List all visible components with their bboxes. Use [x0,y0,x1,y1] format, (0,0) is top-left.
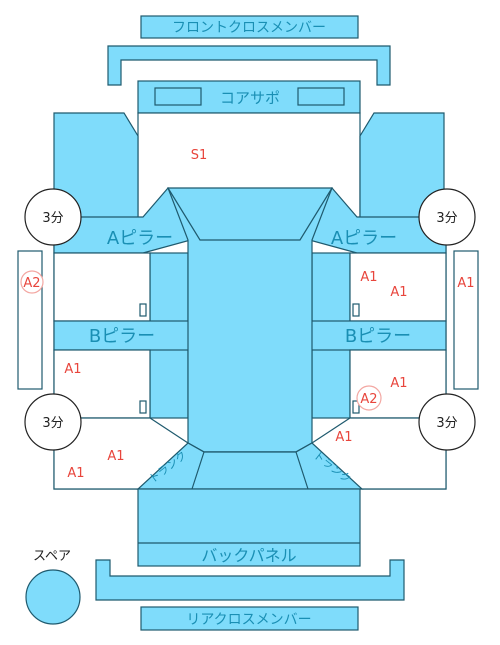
left-front-door[interactable] [53,252,151,322]
marker-a1-front-right-door-1: A1 [360,270,377,285]
core-support[interactable] [137,80,361,114]
rear-cross-member[interactable] [140,606,359,631]
trunk-lid-inner [191,451,309,490]
spare-tire[interactable] [25,569,81,625]
windshield-line [167,187,333,241]
wheel-rear-left-label: 3分 [42,416,63,431]
marker-a2-rear-right-door-ring [356,385,382,411]
left-front-door-handle [139,303,147,317]
wheel-front-right-label: 3分 [436,211,457,226]
marker-a1-rear-left-quarter-1: A1 [107,449,124,464]
right-rear-door-handle [352,400,360,414]
front-cross-member-label: フロントクロスメンバー [172,20,326,36]
right-front-door-handle [352,303,360,317]
a-pillar-right-label: Aピラー [331,228,397,249]
b-pillar-right-label: Bピラー [345,326,411,347]
left-rear-door-handle [139,400,147,414]
rear-bumper[interactable] [95,559,405,601]
b-pillar-left-label: Bピラー [89,326,155,347]
front-cross-member[interactable] [140,15,359,39]
marker-a2-rear-right-door: A2 [360,392,377,407]
marker-a1-rear-right-door: A1 [390,376,407,391]
marker-a2-left-sill-ring [20,270,44,294]
back-panel[interactable] [137,488,361,567]
core-support-left-opening [154,87,202,106]
rear-cross-member-label: リアクロスメンバー [186,612,311,628]
b-pillar-right[interactable] [309,320,447,351]
right-side-sill[interactable] [453,250,479,390]
core-support-right-opening [297,87,345,106]
marker-s1: S1 [191,148,208,163]
wheel-rear-right-label: 3分 [436,416,457,431]
wheel-front-left-label: 3分 [42,211,63,226]
wheel-rear-left[interactable] [24,393,82,451]
marker-a1-right-sill: A1 [457,276,474,291]
marker-a1-rear-left-door: A1 [64,362,81,377]
marker-a1-rear-right-quarter: A1 [335,430,352,445]
front-bumper[interactable] [107,45,391,86]
core-support-label: コアサポ [220,89,280,107]
marker-a2-left-sill: A2 [23,276,40,291]
a-pillar-left-label: Aピラー [107,228,173,249]
back-panel-label: バックパネル [201,546,296,565]
wheel-rear-right[interactable] [418,393,476,451]
marker-a1-front-right-door-2: A1 [390,285,407,300]
spare-tire-label: スペア [33,549,71,564]
marker-a1-rear-left-quarter-2: A1 [67,466,84,481]
wheel-front-left[interactable] [24,188,82,246]
wheel-front-right[interactable] [418,188,476,246]
